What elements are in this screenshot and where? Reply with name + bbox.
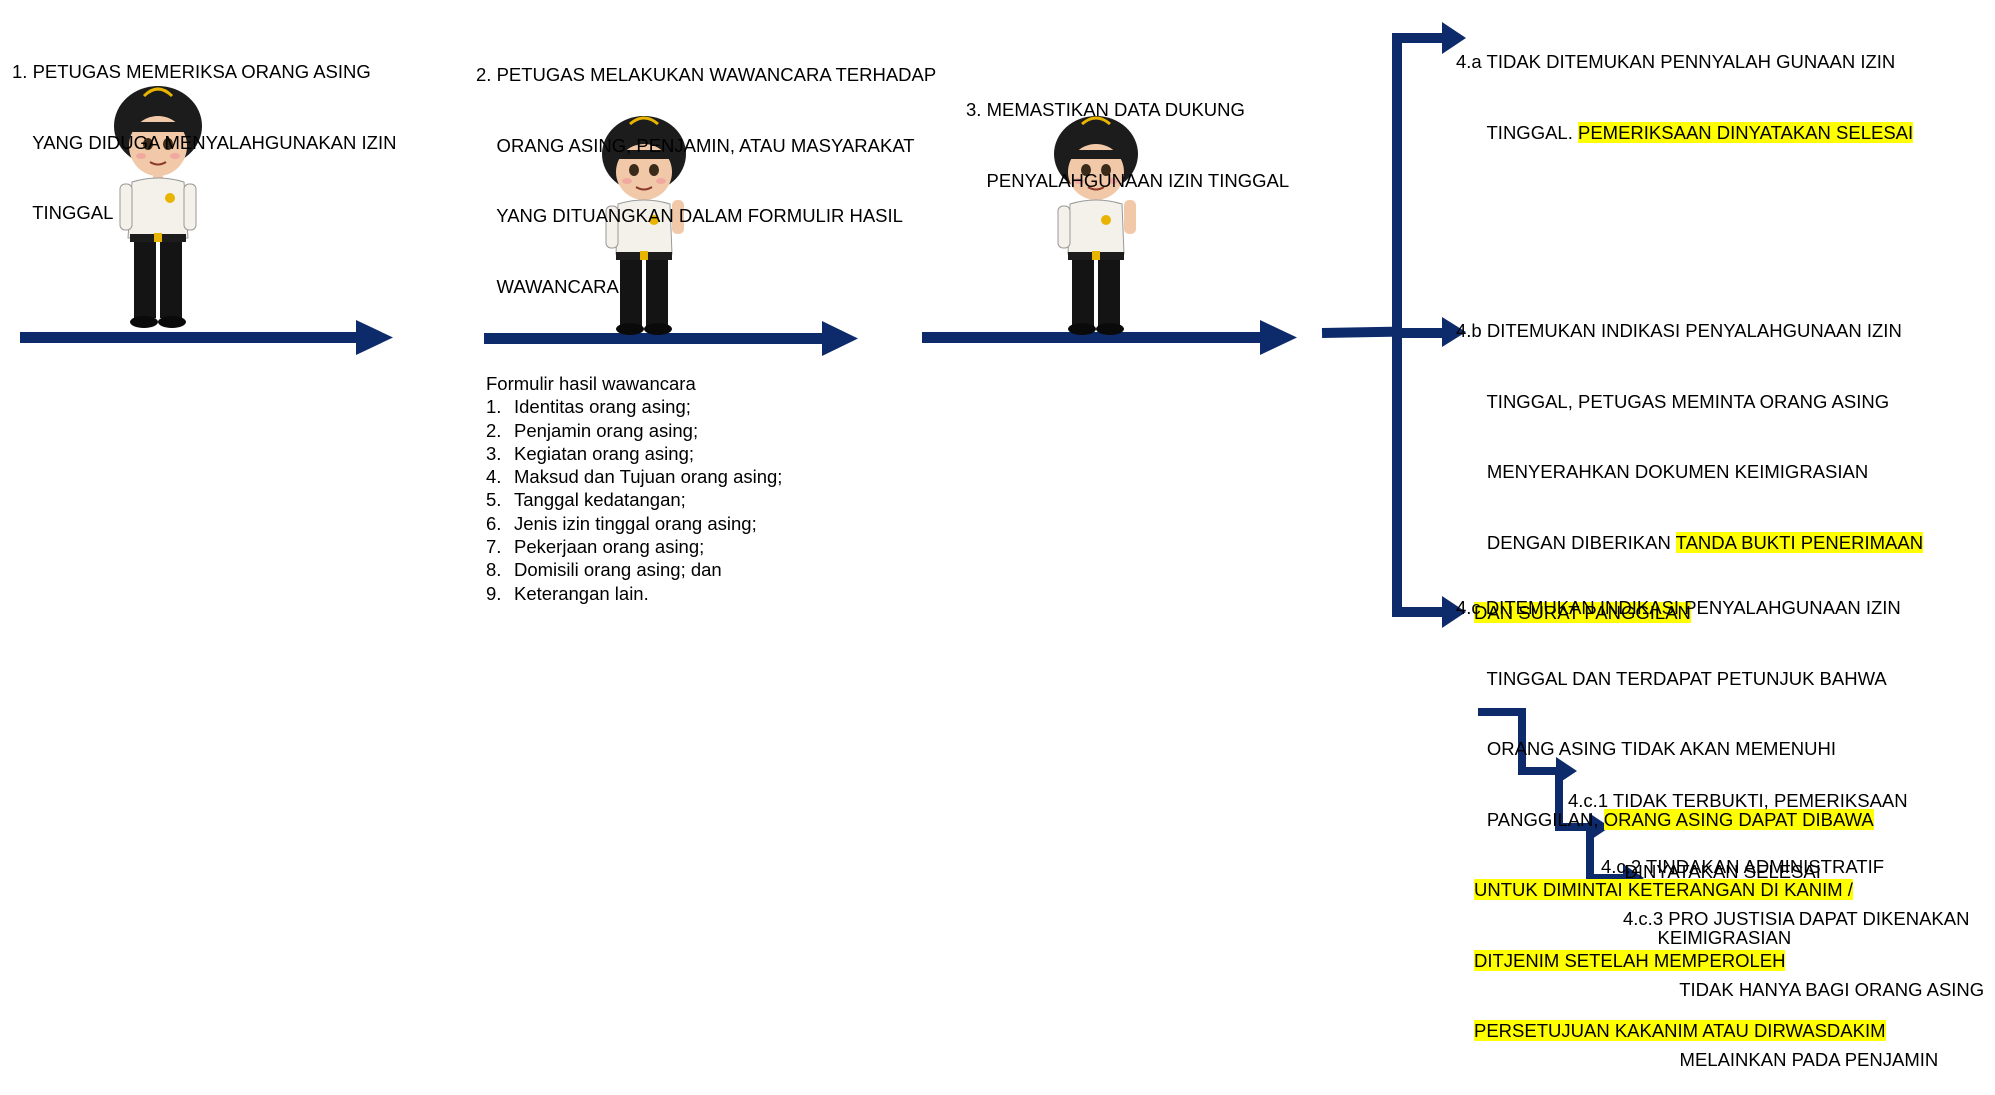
list-item: 2.Penjamin orang asing; [486, 419, 699, 441]
step-2-line: 2. PETUGAS MELAKUKAN WAWANCARA TERHADAP [476, 64, 937, 85]
arrow-step1 [20, 320, 393, 355]
outcome-4c-line: 4.c DITEMUKAN INDIKASI PENYALAHGUNAAN IZ… [1456, 597, 1901, 618]
officer-figure-2 [602, 116, 686, 335]
step-1-line: 1. PETUGAS MEMERIKSA ORANG ASING [12, 61, 371, 82]
step-3-text: 3. MEMASTIKAN DATA DUKUNG PENYALAHGUNAAN… [966, 51, 1289, 216]
formulir-list: Formulir hasil wawancara 1.Identitas ora… [486, 372, 782, 605]
outcome-4c-line: ORANG ASING TIDAK AKAN MEMENUHI [1456, 738, 1837, 759]
list-item: 8.Domisili orang asing; dan [486, 559, 722, 581]
outcome-4c1-line: 4.c.1 TIDAK TERBUKTI, PEMERIKSAAN [1568, 790, 1908, 811]
step-2-line: YANG DITUANGKAN DALAM FORMULIR HASIL [476, 205, 903, 226]
outcome-4c2-line: 4.c.2 TINDAKAN ADMINISTRATIF [1601, 856, 1885, 877]
outcome-4c-line: TINGGAL DAN TERDAPAT PETUNJUK BAHWA [1456, 667, 1887, 689]
step-3-line: PENYALAHGUNAAN IZIN TINGGAL [966, 169, 1290, 191]
outcome-4c3-line: TIDAK HANYA BAGI ORANG ASING [1623, 978, 1985, 1000]
sub-branch-connector [1478, 708, 1644, 892]
outcome-4b-line: DAN SURAT PANGGILAN [1456, 601, 1923, 625]
branch-connector [1321, 22, 1466, 628]
step-2-line: WAWANCARA [476, 275, 619, 297]
step-2-line: ORANG ASING, PENJAMIN, ATAU MASYARAKAT [476, 134, 915, 156]
list-item: 4.Maksud dan Tujuan orang asing; [486, 466, 783, 488]
outcome-4b-line: DENGAN DIBERIKAN TANDA BUKTI PENERIMAAN [1456, 531, 1924, 553]
outcome-4b-text: 4.b DITEMUKAN INDIKASI PENYALAHGUNAAN IZ… [1456, 272, 1924, 648]
flow-arrows [20, 22, 1644, 892]
list-item: 6.Jenis izin tinggal orang asing; [486, 512, 757, 534]
outcome-4c1-line: DINYATAKAN SELESAI [1568, 860, 1821, 882]
outcome-4c1-text: 4.c.1 TIDAK TERBUKTI, PEMERIKSAAN DINYAT… [1568, 742, 1908, 907]
outcome-4b-line: MENYERAHKAN DOKUMEN KEIMIGRASIAN [1456, 461, 1869, 482]
step-1-line: YANG DIDUGA MENYALAHGUNAKAN IZIN [12, 131, 397, 153]
arrow-step3 [922, 320, 1297, 355]
outcome-4a-highlight: PEMERIKSAAN DINYATAKAN SELESAI [1578, 121, 1914, 143]
outcome-4b-highlight: DAN SURAT PANGGILAN [1474, 602, 1691, 623]
outcome-4b-highlight: TANDA BUKTI PENERIMAAN [1675, 531, 1924, 553]
outcome-4c-highlight: ORANG ASING DAPAT DIBAWA [1603, 808, 1874, 830]
outcome-4a-text: 4.a TIDAK DITEMUKAN PENNYALAH GUNAAN IZI… [1456, 3, 1914, 168]
outcome-4c3-line: 4.c.3 PRO JUSTISIA DAPAT DIKENAKAN [1623, 908, 1970, 929]
outcome-4a-line: TINGGAL. PEMERIKSAAN DINYATAKAN SELESAI [1456, 121, 1914, 143]
list-item: 3.Kegiatan orang asing; [486, 442, 694, 464]
list-item: 1.Identitas orang asing; [486, 396, 691, 418]
step-1-line: TINGGAL [12, 202, 114, 223]
officer-figure-1 [114, 86, 202, 328]
outcome-4c-line: UNTUK DIMINTAI KETERANGAN DI KANIM / [1456, 878, 1901, 902]
list-item: 9.Keterangan lain. [486, 582, 649, 604]
formulir-items: 1.Identitas orang asing; 2.Penjamin oran… [486, 395, 782, 605]
outcome-4c-highlight: UNTUK DIMINTAI KETERANGAN DI KANIM / [1474, 879, 1853, 900]
outcome-4c3-text: 4.c.3 PRO JUSTISIA DAPAT DIKENAKAN TIDAK… [1623, 860, 1984, 1095]
list-item: 5.Tanggal kedatangan; [486, 489, 686, 511]
outcome-4c3-line: MELAINKAN PADA PENJAMIN [1623, 1049, 1939, 1070]
outcome-4c-line: PANGGILAN, ORANG ASING DAPAT DIBAWA [1456, 808, 1874, 830]
list-item: 7.Pekerjaan orang asing; [486, 536, 705, 558]
arrow-step2 [484, 321, 858, 356]
formulir-title: Formulir hasil wawancara [486, 373, 696, 394]
outcome-4a-line: 4.a TIDAK DITEMUKAN PENNYALAH GUNAAN IZI… [1456, 51, 1896, 72]
outcome-4b-line: TINGGAL, PETUGAS MEMINTA ORANG ASING [1456, 390, 1890, 412]
step-1-text: 1. PETUGAS MEMERIKSA ORANG ASING YANG DI… [12, 13, 396, 248]
step-2-text: 2. PETUGAS MELAKUKAN WAWANCARA TERHADAP … [476, 16, 936, 322]
officer-figure-3 [1054, 116, 1138, 335]
step-3-line: 3. MEMASTIKAN DATA DUKUNG [966, 99, 1245, 120]
outcome-4b-line: 4.b DITEMUKAN INDIKASI PENYALAHGUNAAN IZ… [1456, 320, 1902, 341]
